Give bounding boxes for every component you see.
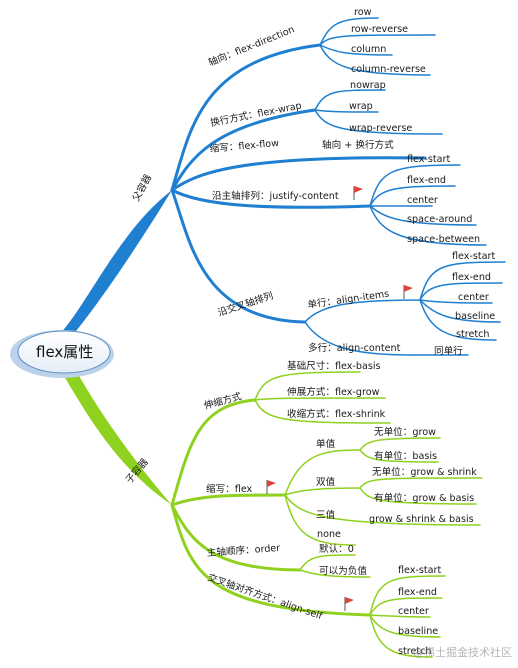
flex-double-label: 双值 <box>316 476 336 488</box>
content-row-label: 多行：align-content <box>308 342 401 354</box>
justify-item: space-around <box>407 214 472 225</box>
flex-double-item: 无单位：grow & shrink <box>372 466 477 478</box>
direction-item: row-reverse <box>351 24 408 35</box>
child-branches <box>170 371 483 658</box>
flex-double-item: 有单位：grow & basis <box>374 492 474 504</box>
root-label: flex属性 <box>36 343 93 361</box>
order-item: 可以为负值 <box>319 565 367 577</box>
flex-single-item: 有单位：basis <box>374 450 437 462</box>
direction-item: column-reverse <box>351 64 426 75</box>
items-row-item: center <box>458 292 489 303</box>
wrap-item: wrap <box>349 101 373 112</box>
items-row-label: 单行：align-items <box>307 288 390 311</box>
align-self-item: flex-end <box>398 587 437 598</box>
flex-label: 缩写：flex <box>206 483 253 495</box>
flag-icon <box>403 285 413 299</box>
grow-mode-item: 基础尺寸：flex-basis <box>287 360 381 372</box>
align-self-item: center <box>398 606 429 617</box>
direction-item: column <box>351 44 386 55</box>
align-self-item: flex-start <box>398 565 441 576</box>
flex-none: none <box>317 529 341 540</box>
order-item: 默认：0 <box>319 543 354 555</box>
justify-item: flex-end <box>407 175 446 186</box>
justify-label: 沿主轴排列：justify-content <box>212 190 339 202</box>
parent-label: 父容器 <box>130 172 154 203</box>
child-trunk <box>64 374 172 505</box>
flow-value: 轴向 + 换行方式 <box>322 139 394 151</box>
justify-item: flex-start <box>407 154 450 165</box>
items-row-item: flex-start <box>452 251 495 262</box>
watermark: @稀土掘金技术社区 <box>413 646 512 659</box>
root-node: flex属性 <box>10 330 114 378</box>
flex-triple-value: grow & shrink & basis <box>369 514 474 525</box>
items-row-item: flex-end <box>452 272 491 283</box>
flex-triple-label: 三值 <box>316 509 336 521</box>
wrap-item: wrap-reverse <box>349 123 412 134</box>
grow-mode-item: 伸展方式：flex-grow <box>287 386 380 398</box>
content-row-value: 同单行 <box>434 345 463 357</box>
align-self-item: stretch <box>398 646 432 657</box>
parent-trunk <box>60 190 172 336</box>
direction-item: row <box>354 7 372 18</box>
justify-item: space-between <box>407 234 480 245</box>
wrap-item: nowrap <box>350 80 386 91</box>
order-label: 主轴顺序：order <box>206 542 280 559</box>
flex-single-label: 单值 <box>316 438 336 450</box>
align-self-item: baseline <box>398 626 438 637</box>
items-row-item: stretch <box>456 329 490 340</box>
justify-item: center <box>407 195 438 206</box>
flex-single-item: 无单位：grow <box>374 426 436 438</box>
grow-mode-item: 收缩方式：flex-shrink <box>287 408 386 420</box>
items-row-item: baseline <box>455 311 495 322</box>
flag-icon <box>266 480 276 494</box>
align-self-label: 交叉轴对齐方式：align-self <box>206 571 324 622</box>
direction-label: 轴向：flex-direction <box>207 23 297 68</box>
parent-branches <box>170 17 506 356</box>
flag-icon <box>353 186 363 200</box>
flag-icon <box>344 597 354 611</box>
